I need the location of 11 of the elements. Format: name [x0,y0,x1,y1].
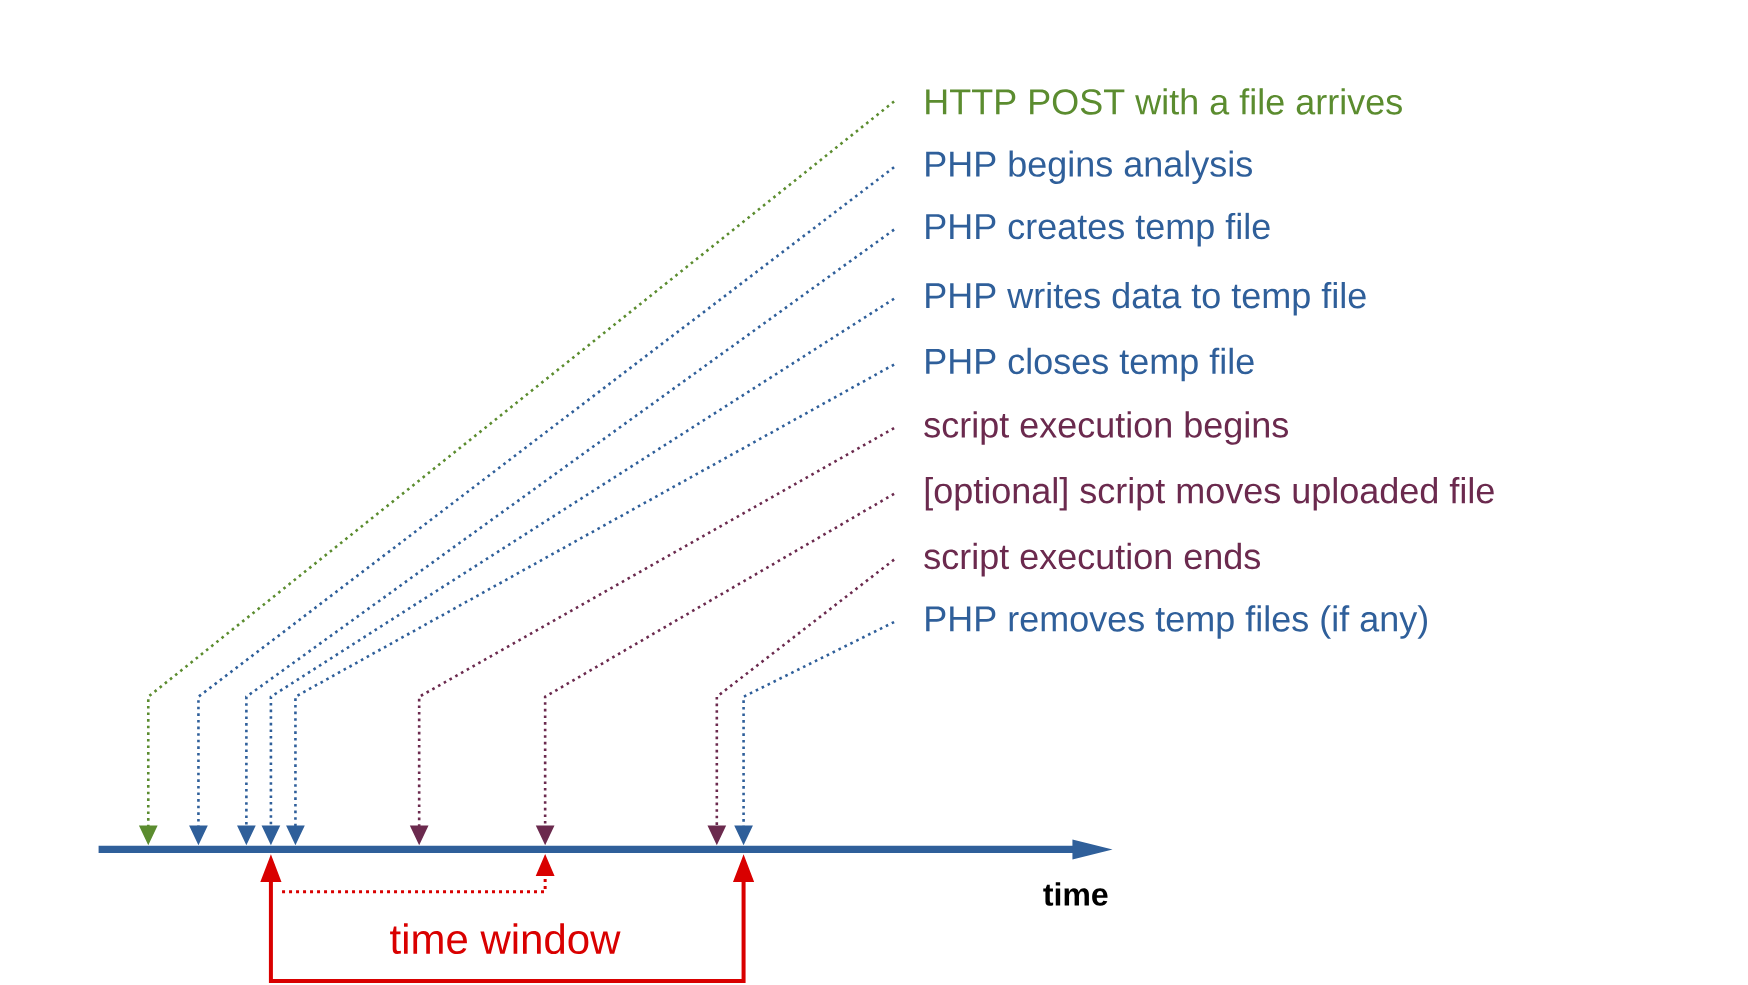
time-axis [98,839,1113,860]
event-label: PHP closes temp file [926,347,1254,382]
event-label: HTTP POST with a file arrives [926,88,1402,115]
window-label: time window [390,923,621,954]
event-label: PHP creates temp file [926,212,1270,247]
event-label: script execution begins [924,411,1288,445]
event-label: PHP removes temp files (if any) [926,605,1427,639]
event-label: PHP writes data to temp file [926,281,1366,316]
event-label: PHP begins analysis [926,150,1252,184]
event-label: script execution ends [924,542,1260,577]
event-label: [optional] script moves uploaded file [925,476,1494,511]
